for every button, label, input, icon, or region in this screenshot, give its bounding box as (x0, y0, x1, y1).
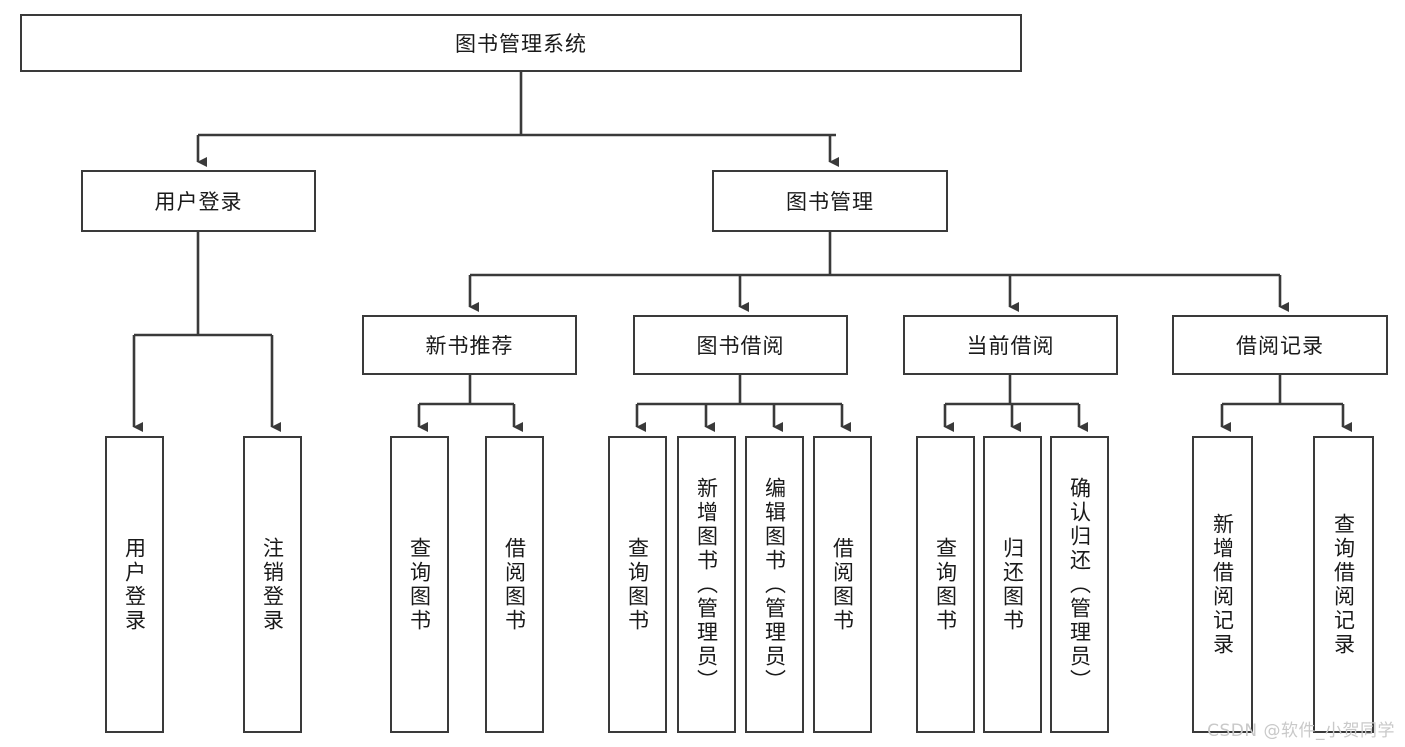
watermark-text: CSDN @软件_小贺同学 (1207, 721, 1395, 741)
leaf-current-confirm-return-admin[interactable]: 确认归还（管理员） (1050, 436, 1109, 733)
node-label: 用户登录 (122, 536, 147, 633)
node-current-borrow[interactable]: 当前借阅 (903, 315, 1118, 375)
leaf-record-query[interactable]: 查询借阅记录 (1313, 436, 1374, 733)
leaf-user-login-login[interactable]: 用户登录 (105, 436, 164, 733)
leaf-new-book-borrow[interactable]: 借阅图书 (485, 436, 544, 733)
node-book-borrow[interactable]: 图书借阅 (633, 315, 848, 375)
node-label: 当前借阅 (966, 334, 1055, 358)
node-label: 确认归还（管理员） (1067, 476, 1092, 693)
node-label: 图书借阅 (696, 334, 785, 358)
node-label: 借阅图书 (830, 536, 855, 633)
leaf-record-add[interactable]: 新增借阅记录 (1192, 436, 1253, 733)
node-user-login[interactable]: 用户登录 (81, 170, 316, 232)
leaf-borrow-borrow-book[interactable]: 借阅图书 (813, 436, 872, 733)
node-label: 查询图书 (407, 536, 432, 633)
node-label: 查询借阅记录 (1331, 512, 1356, 657)
node-label: 新增图书（管理员） (694, 476, 719, 693)
leaf-borrow-query-book[interactable]: 查询图书 (608, 436, 667, 733)
node-new-book-recommend[interactable]: 新书推荐 (362, 315, 577, 375)
node-label: 查询图书 (625, 536, 650, 633)
leaf-user-login-logout[interactable]: 注销登录 (243, 436, 302, 733)
node-label: 归还图书 (1000, 536, 1025, 633)
node-label: 新增借阅记录 (1210, 512, 1235, 657)
node-borrow-record[interactable]: 借阅记录 (1172, 315, 1388, 375)
node-root-system[interactable]: 图书管理系统 (20, 14, 1022, 72)
leaf-borrow-add-book-admin[interactable]: 新增图书（管理员） (677, 436, 736, 733)
leaf-borrow-edit-book-admin[interactable]: 编辑图书（管理员） (745, 436, 804, 733)
node-label: 用户登录 (154, 190, 243, 214)
node-label: 借阅记录 (1236, 334, 1324, 358)
leaf-current-return-book[interactable]: 归还图书 (983, 436, 1042, 733)
node-label: 查询图书 (933, 536, 958, 633)
node-label: 注销登录 (260, 536, 285, 633)
node-book-management[interactable]: 图书管理 (712, 170, 948, 232)
leaf-current-query-book[interactable]: 查询图书 (916, 436, 975, 733)
node-label: 新书推荐 (425, 334, 514, 358)
node-label: 图书管理 (786, 190, 874, 214)
node-label: 借阅图书 (502, 536, 527, 633)
node-label: 编辑图书（管理员） (762, 476, 787, 693)
leaf-new-book-query[interactable]: 查询图书 (390, 436, 449, 733)
node-label: 图书管理系统 (455, 32, 587, 56)
